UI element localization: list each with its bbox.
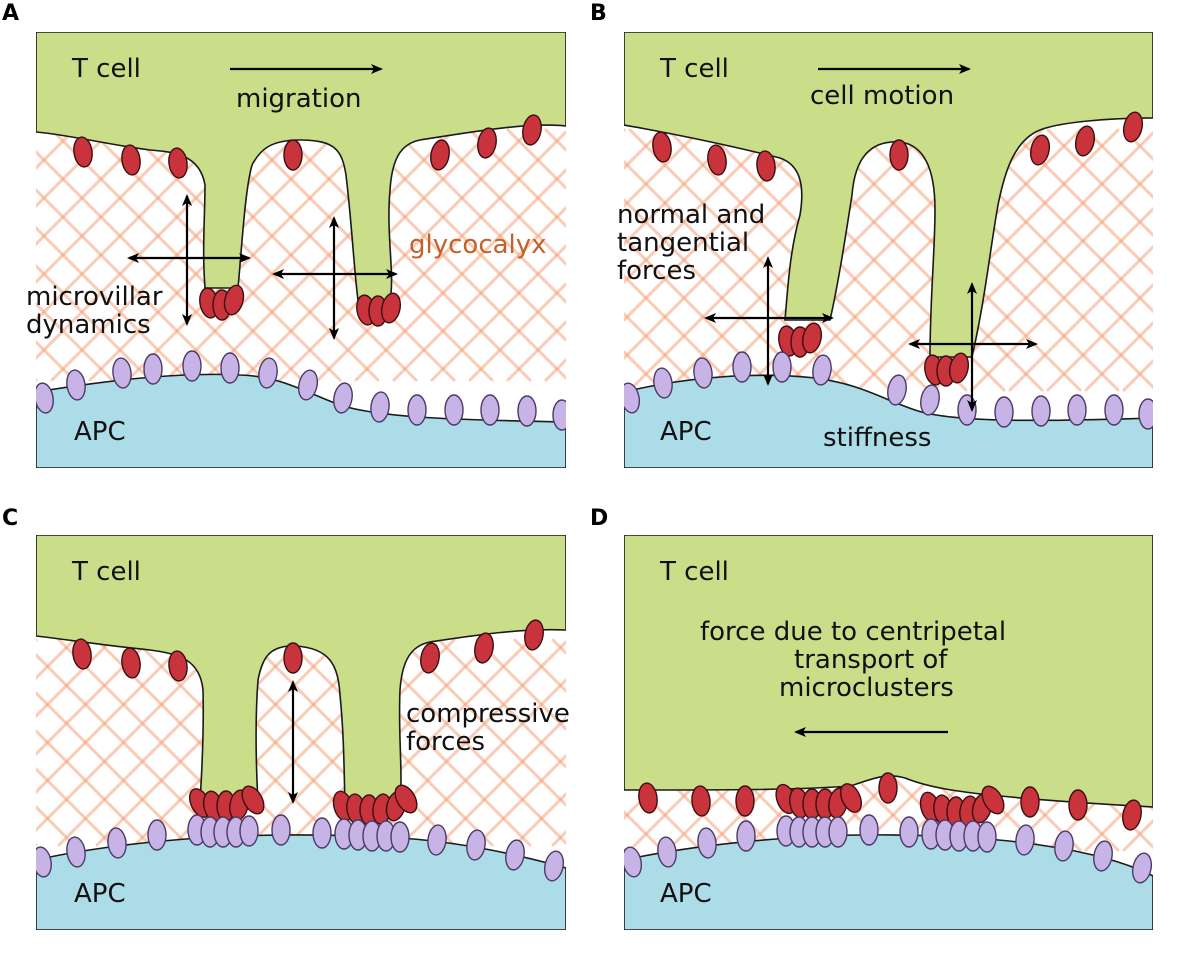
panel-d: D T cell force due to centripetal transp… bbox=[590, 506, 1153, 930]
migration-label: migration bbox=[236, 84, 361, 114]
tcr-group-b bbox=[652, 111, 1144, 387]
transport-label-1: force due to centripetal bbox=[700, 617, 1006, 647]
forces-label-2: tangential bbox=[617, 228, 749, 258]
tcr-group-d bbox=[638, 772, 1142, 831]
t-cell-label-a: T cell bbox=[71, 54, 141, 84]
t-cell-label-c: T cell bbox=[71, 557, 141, 587]
apc-label-d: APC bbox=[660, 879, 712, 909]
apc-label-b: APC bbox=[660, 417, 712, 447]
pmhc-group-c bbox=[36, 814, 565, 882]
forces-label-1: normal and bbox=[617, 200, 765, 230]
glycocalyx-label: glycocalyx bbox=[409, 230, 547, 260]
tcr-group-c bbox=[72, 619, 544, 826]
panel-letter-b: B bbox=[590, 1, 607, 26]
transport-label-2: transport of bbox=[794, 645, 948, 675]
pmhc-group-a bbox=[36, 350, 566, 431]
pmhc-group-d bbox=[624, 814, 1153, 884]
tcr-group-a bbox=[73, 114, 542, 327]
panel-a: A T cell migration microvillar dynamics … bbox=[2, 1, 566, 468]
stiffness-label: stiffness bbox=[823, 423, 931, 453]
force-arrows-b bbox=[704, 256, 1038, 412]
cell-motion-label: cell motion bbox=[810, 81, 954, 111]
transport-label-3: microclusters bbox=[779, 673, 954, 703]
panel-letter-d: D bbox=[590, 506, 608, 531]
panel-b: B T cell cell motion normal and tangenti… bbox=[590, 1, 1153, 468]
t-cell-label-d: T cell bbox=[659, 557, 729, 587]
panel-c: C T cell compressive forces APC bbox=[2, 506, 570, 930]
panel-letter-a: A bbox=[2, 1, 19, 26]
microvillar-label-1: microvillar bbox=[26, 282, 163, 312]
forces-label-3: forces bbox=[617, 256, 696, 286]
panel-letter-c: C bbox=[2, 506, 18, 531]
microvillar-dynamics-arrows-a bbox=[127, 194, 398, 340]
apc-label-a: APC bbox=[74, 417, 126, 447]
compressive-label-2: forces bbox=[406, 727, 485, 757]
apc-label-c: APC bbox=[74, 879, 126, 909]
compressive-label-1: compressive bbox=[406, 699, 570, 729]
t-cell-label-b: T cell bbox=[659, 54, 729, 84]
microvillar-label-2: dynamics bbox=[26, 310, 151, 340]
pmhc-group-b bbox=[624, 351, 1153, 430]
t-cell-a bbox=[36, 32, 566, 301]
